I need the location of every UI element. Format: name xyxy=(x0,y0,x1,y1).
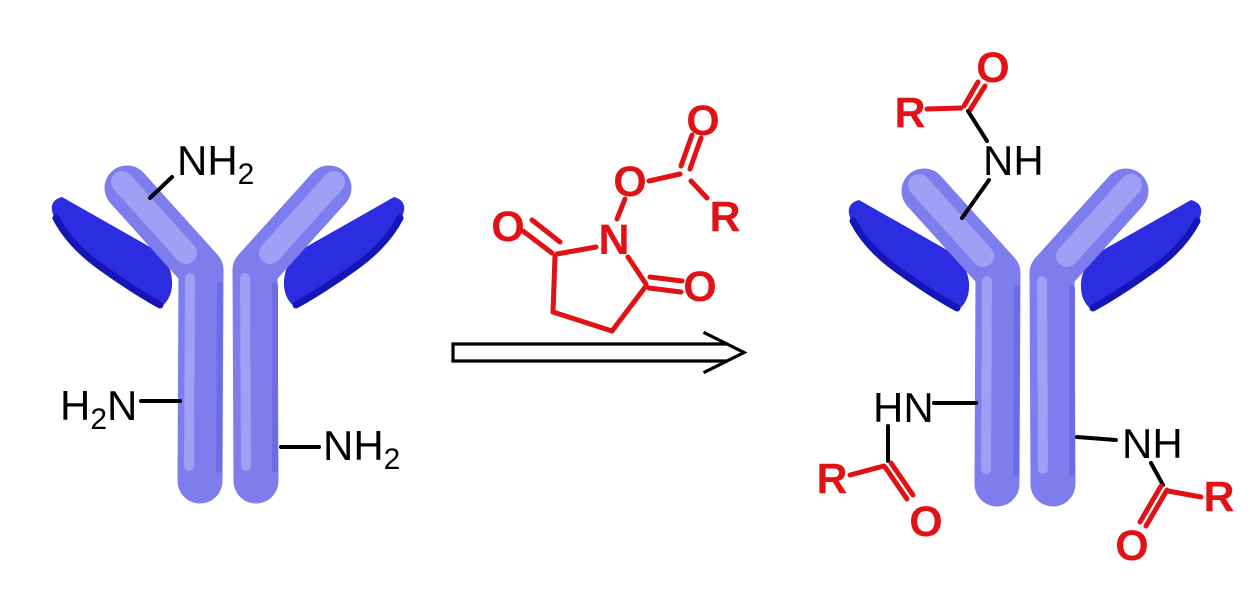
ring-bond-c4-c3 xyxy=(550,309,615,334)
double-bond-c-o-top xyxy=(961,79,988,113)
bond-r-c-bl xyxy=(847,463,887,478)
atom-o-top: O xyxy=(976,44,1009,92)
amide-top: R O NH xyxy=(894,44,1044,220)
double-bond-c5-o xyxy=(520,217,563,256)
amide-label-bl-hn: HN xyxy=(873,384,934,431)
bond-amine-top xyxy=(148,175,174,200)
double-bond-c-o-bl xyxy=(882,460,916,502)
atom-r-br: R xyxy=(1203,473,1234,521)
amide-bottom-left: HN R O xyxy=(816,384,978,546)
atom-o-bl: O xyxy=(909,498,942,546)
bond-c-r xyxy=(688,178,710,201)
ring-bond-c3-c2 xyxy=(609,283,649,334)
arrow-shaft xyxy=(451,342,728,363)
bond-oester-c xyxy=(646,171,683,184)
atom-carbonyl-o: O xyxy=(686,97,719,145)
bond-c-nh-top xyxy=(966,109,989,143)
ring-bond-c5-c4 xyxy=(550,253,558,315)
atom-r-group: R xyxy=(709,193,740,241)
ring-bond-c2-n xyxy=(625,254,649,287)
atom-r-top: R xyxy=(894,89,925,137)
atom-ring-o-left: O xyxy=(491,203,524,251)
amine-label-top: NH2 xyxy=(177,137,254,191)
bond-nh-c-br xyxy=(1149,461,1165,487)
double-bond-acyl-o xyxy=(678,132,704,172)
ring-bond-n-c5 xyxy=(554,244,599,257)
double-bond-c2-o xyxy=(646,274,685,295)
nhs-ester-structure: O O R N O O xyxy=(491,97,741,334)
bond-c-r-br xyxy=(1165,488,1204,500)
atom-o-br: O xyxy=(1115,522,1148,570)
arrow-head xyxy=(702,330,748,375)
bond-stem-nh-br xyxy=(1075,435,1118,442)
atom-ring-o-right: O xyxy=(683,263,716,311)
atom-ring-n: N xyxy=(598,216,629,264)
double-bond-c-o-br xyxy=(1137,483,1170,529)
left-antibody-amine-labels: NH2 H2N NH2 xyxy=(60,137,400,476)
amine-label-left: H2N xyxy=(60,382,137,436)
amide-label-br-nh: NH xyxy=(1122,420,1183,467)
amine-label-bottom-right: NH2 xyxy=(323,422,400,476)
bond-nh-arm-top xyxy=(960,178,991,220)
reaction-arrow xyxy=(451,330,748,375)
bond-n-oester xyxy=(614,196,628,222)
amide-bottom-right: NH R O xyxy=(1075,420,1235,570)
bond-r-c-top xyxy=(924,105,964,112)
amide-label-top-nh: NH xyxy=(983,137,1044,184)
atom-ester-o: O xyxy=(613,158,646,206)
atom-r-bl: R xyxy=(816,455,847,503)
